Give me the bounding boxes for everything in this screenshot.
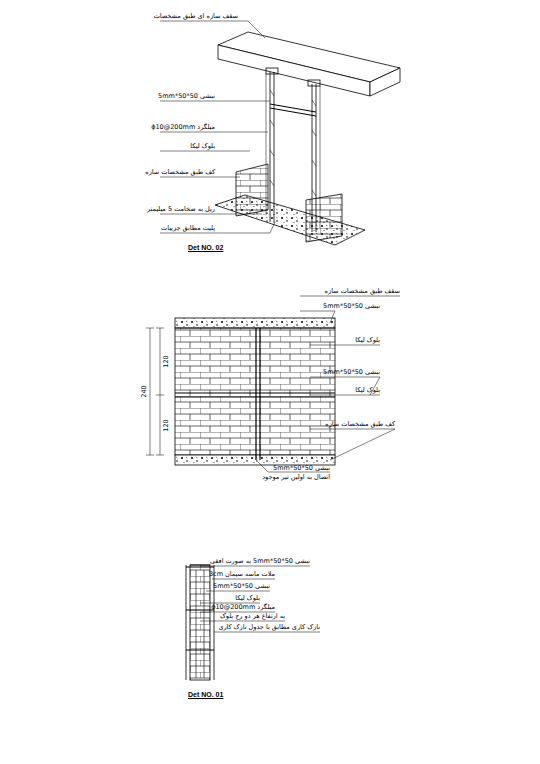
callout-label: نبشی 50*50*5mm: [273, 464, 330, 473]
callout-label: کف طبق مشخصات سازه: [145, 168, 215, 177]
callout-label: ملات ماسه سیمان 3cm: [209, 570, 275, 579]
callout-label: نبشی 50*50*5mm: [213, 582, 270, 591]
dimension-text: 120: [161, 355, 170, 367]
callout-label: ریل به ضخامت 5 میلیمتر: [147, 205, 215, 214]
detail-number: Det NO. 02: [188, 243, 223, 252]
callout-label: بلوک لیکا: [235, 594, 260, 603]
elevation: [146, 296, 400, 472]
callout-label: سقف سازه ای طبق مشخصات: [154, 12, 238, 21]
callout-label: نبشی 50*50*5mm: [158, 92, 215, 101]
callout-label: بلوک لیکا: [190, 142, 215, 151]
callout-label: اتصال به اولین تیر موجود: [262, 473, 330, 482]
callout-label: بلوک لیکا: [355, 336, 380, 345]
callout-label: بلوک لیکا: [355, 386, 380, 395]
dimension-text: 120: [161, 419, 170, 431]
callout-label: نازک کاری مطابق با جدول نازک کاری: [218, 623, 320, 632]
callout-label: پلیت مطابق جزییات: [161, 224, 215, 233]
callout-label: نبشی 50*50*5mm به صورت افقی: [210, 557, 310, 566]
detail-01: [186, 565, 320, 680]
detail-number: Det NO. 01: [188, 690, 223, 699]
callout-label: میلگرد ϕ10@200mm: [151, 123, 215, 132]
callout-label: میلگرد ϕ10@200mm: [211, 603, 275, 612]
callout-label: نبشی 50*50*5mm: [323, 368, 380, 377]
callout-label: سقف طبق مشخصات سازه: [325, 287, 400, 296]
callout-label: نبشی 50*50*5mm: [323, 302, 380, 311]
dimension-text: 240: [139, 385, 148, 397]
callout-label: به ارتفاع هر دو رج بلوک: [220, 612, 285, 621]
callout-label: کف طبق مشخصات سازه: [325, 420, 395, 429]
